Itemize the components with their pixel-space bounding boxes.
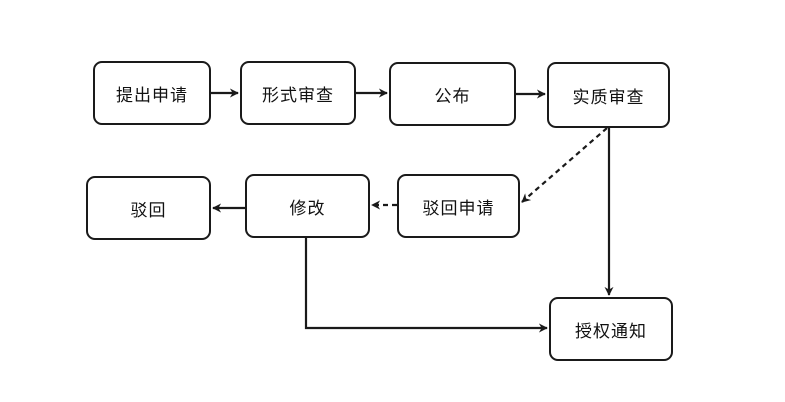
node-formal-review: 形式审查 [240,61,356,125]
node-label: 授权通知 [575,321,647,342]
node-modify: 修改 [245,174,370,238]
node-publish: 公布 [389,62,516,126]
node-label: 驳回 [130,200,167,221]
arrow-modify-to-grant [304,238,548,333]
node-label: 驳回申请 [422,198,495,219]
node-reject: 驳回 [86,176,211,240]
node-label: 实质审查 [572,87,645,108]
node-label: 修改 [289,198,326,219]
node-submit-application: 提出申请 [93,61,211,125]
node-label: 公布 [434,86,471,107]
node-reject-request: 驳回申请 [397,174,520,238]
arrow-substantive-to-reject-request [521,127,608,203]
node-substantive-review: 实质审查 [547,62,670,128]
node-label: 形式审查 [262,85,334,106]
node-label: 提出申请 [116,85,188,106]
node-grant-notice: 授权通知 [549,297,673,361]
